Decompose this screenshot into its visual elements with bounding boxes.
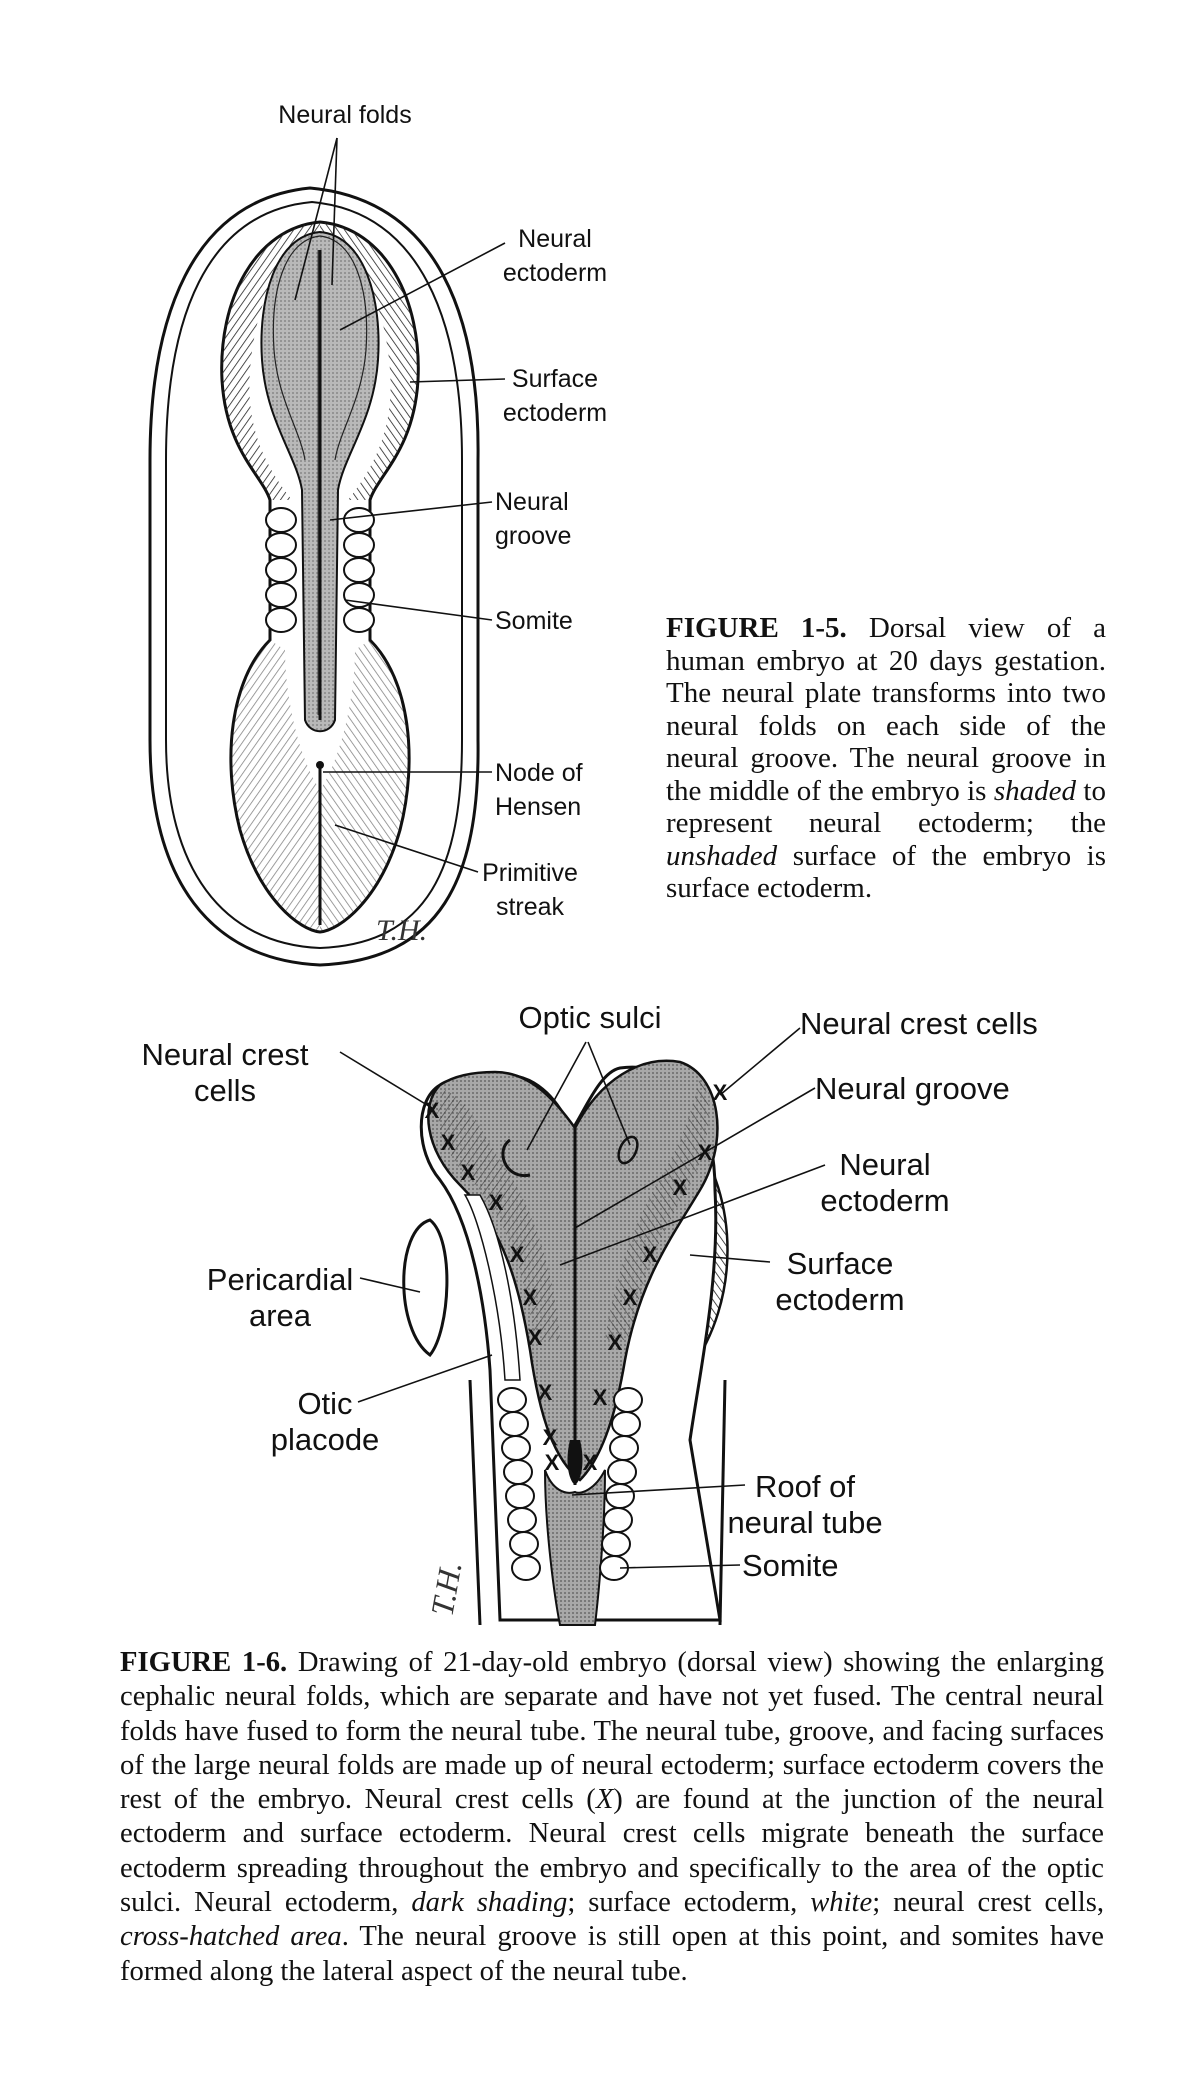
figure-1-5-leaders: [294, 137, 506, 873]
label-neural-ectoderm: Neural ectoderm: [820, 1147, 950, 1218]
crest-marker: X: [593, 1385, 608, 1410]
somites-right: [343, 507, 375, 633]
crest-marker: X: [528, 1325, 543, 1350]
label-neural-groove: Neural groove: [815, 1071, 1010, 1106]
label-optic-sulci: Optic sulci: [518, 1000, 662, 1035]
crest-marker: X: [713, 1080, 728, 1105]
neural-folds-shaded: [427, 1059, 719, 1485]
outer-membrane: [148, 186, 480, 967]
neural-crest-markers: X X X X X X X X X X X X X X X X X X: [425, 1080, 728, 1475]
neural-plate: [260, 230, 380, 733]
somites-figure-6-left: [497, 1387, 541, 1581]
figure-1-5-caption-label: FIGURE 1-5.: [666, 612, 847, 644]
figure-1-5-signature: T.H.: [376, 914, 427, 947]
somites-figure-6-right: [599, 1387, 643, 1581]
figure-1-5-caption: FIGURE 1-5. Dorsal view of a human embry…: [666, 612, 1106, 904]
crest-marker: X: [543, 1425, 558, 1450]
crest-marker: X: [673, 1175, 688, 1200]
label-otic-placode: Otic placode: [270, 1386, 380, 1457]
label-neural-groove: Neural groove: [495, 488, 572, 550]
label-surface-ectoderm: Surface ectoderm: [775, 1246, 905, 1317]
label-neural-crest-cells-left: Neural crest cells: [141, 1037, 309, 1108]
label-somite-figure-6: Somite: [742, 1548, 839, 1583]
crest-marker: X: [608, 1330, 623, 1355]
somites-left: [265, 507, 297, 633]
crest-marker: X: [623, 1285, 638, 1310]
crest-marker: X: [425, 1098, 440, 1123]
crest-marker: X: [643, 1242, 658, 1267]
crest-marker: X: [510, 1242, 525, 1267]
crest-marker: X: [489, 1190, 504, 1215]
figure-1-6-caption-label: FIGURE 1-6.: [120, 1647, 288, 1678]
label-roof-of-neural-tube: Roof of neural tube: [727, 1469, 883, 1540]
primitive-streak: [316, 761, 324, 925]
label-neural-ectoderm: Neural ectoderm: [502, 225, 608, 287]
crest-marker: X: [523, 1285, 538, 1310]
crest-marker: X: [538, 1380, 553, 1405]
otic-placode-region: [463, 1194, 521, 1381]
label-primitive-streak: Primitive streak: [482, 859, 578, 921]
label-somite: Somite: [495, 607, 573, 635]
crest-marker: X: [461, 1160, 476, 1185]
label-neural-crest-cells-right: Neural crest cells: [800, 1006, 1038, 1041]
crest-marker: X: [583, 1450, 598, 1475]
label-neural-folds: Neural folds: [278, 101, 412, 129]
figure-1-6-leaders: [339, 1027, 826, 1569]
crest-marker: X: [545, 1450, 560, 1475]
figure-1-6-caption: FIGURE 1-6. Drawing of 21-day-old embryo…: [120, 1647, 1105, 1987]
figure-1-6-signature: T.H.: [424, 1559, 469, 1619]
neural-tube-roof: [544, 1469, 606, 1626]
label-pericardial-area: Pericardial area: [206, 1262, 354, 1333]
label-surface-ectoderm: Surface ectoderm: [502, 365, 608, 427]
crest-marker: X: [441, 1130, 456, 1155]
label-node-of-hensen: Node of Hensen: [495, 759, 583, 821]
